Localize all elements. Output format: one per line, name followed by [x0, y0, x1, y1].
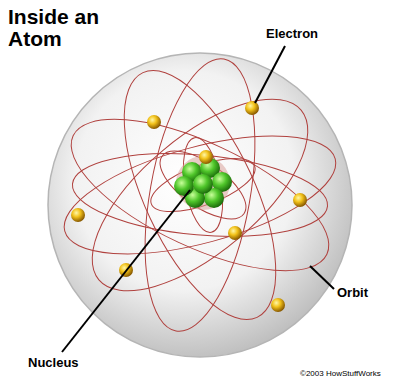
part-label: Electron: [266, 27, 318, 41]
part-label: Nucleus: [28, 356, 79, 370]
diagram-title: Inside an Atom: [8, 6, 126, 50]
part-label: Orbit: [337, 286, 368, 300]
orbit-paths: [51, 49, 349, 340]
nucleus: [174, 156, 232, 210]
copyright-notice: ©2003 HowStuffWorks: [300, 370, 381, 379]
electrons: [71, 101, 307, 312]
leader-lines: [62, 46, 334, 352]
atom-sphere: [48, 53, 352, 357]
